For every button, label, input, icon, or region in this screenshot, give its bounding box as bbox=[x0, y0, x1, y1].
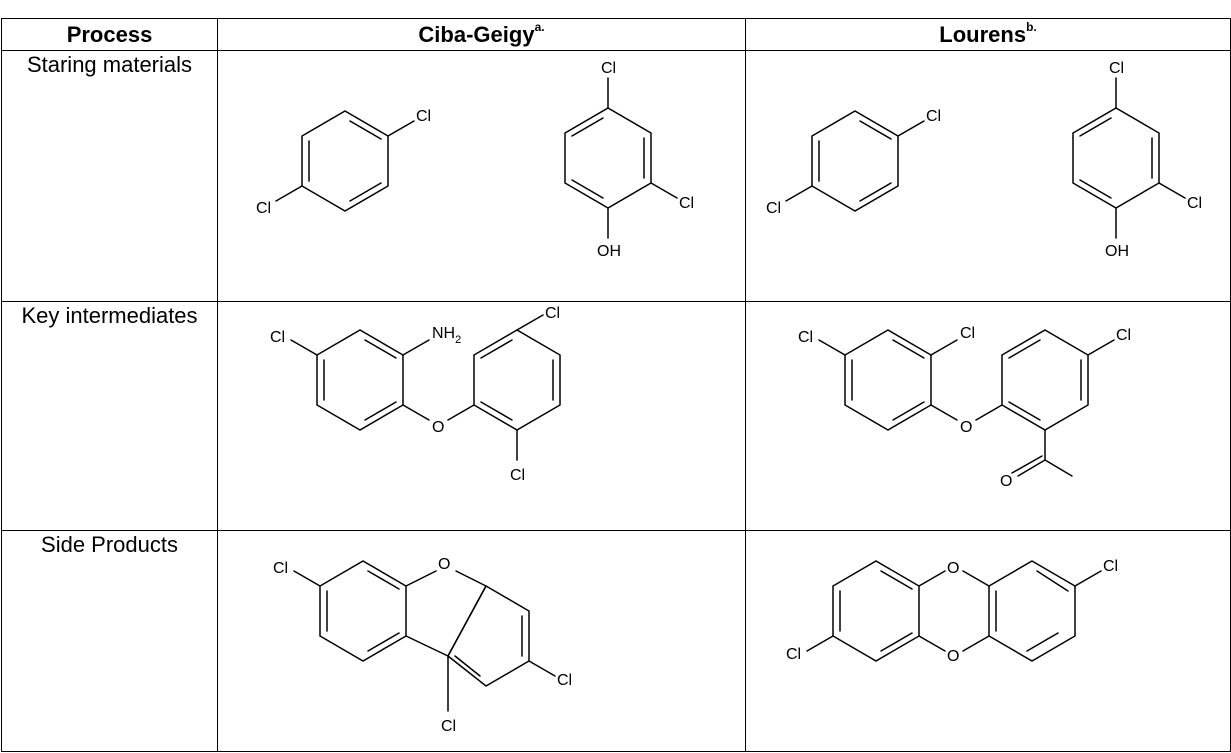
row-key-intermediates: Key intermediates Cl NH2 O bbox=[1, 301, 1231, 531]
header-lourens: Lourensb. bbox=[745, 18, 1231, 51]
atom-label: O bbox=[947, 560, 959, 577]
row-label-key-intermediates: Key intermediates bbox=[1, 301, 218, 531]
structure-dichlorobenzene-and-dichlorophenol: Cl Cl Cl Cl OH bbox=[766, 60, 1202, 260]
atom-label: O bbox=[960, 419, 972, 436]
cell-lourens-side-product: Cl O O Cl bbox=[745, 530, 1231, 752]
row-label-side-products: Side Products bbox=[1, 530, 218, 752]
cell-ciba-starting-materials: Cl Cl Cl Cl OH bbox=[217, 50, 746, 302]
structure-amino-diphenyl-ether: Cl NH2 O Cl Cl bbox=[270, 305, 561, 484]
atom-label: Cl bbox=[557, 672, 572, 689]
atom-label: Cl bbox=[798, 329, 813, 346]
header-process: Process bbox=[1, 18, 218, 51]
atom-label: Cl bbox=[270, 329, 285, 346]
structure-trichlorodibenzofuran: Cl O Cl Cl bbox=[273, 556, 572, 735]
atom-label: Cl bbox=[545, 305, 560, 322]
atom-label: Cl bbox=[510, 467, 525, 484]
atom-label: OH bbox=[1105, 243, 1129, 260]
atom-label: Cl bbox=[273, 560, 288, 577]
footnote-a: a. bbox=[534, 20, 545, 35]
atom-label: O bbox=[438, 556, 450, 573]
atom-label: Cl bbox=[960, 325, 975, 342]
atom-label: NH2 bbox=[432, 325, 461, 346]
atom-label: Cl bbox=[441, 718, 456, 735]
atom-label: O bbox=[1000, 473, 1012, 490]
atom-label: Cl bbox=[786, 646, 801, 663]
atom-label: Cl bbox=[679, 195, 694, 212]
atom-label: Cl bbox=[1187, 195, 1202, 212]
atom-label: OH bbox=[597, 243, 621, 260]
atom-label: Cl bbox=[601, 60, 616, 77]
atom-label: Cl bbox=[1103, 558, 1118, 575]
atom-label: Cl bbox=[1109, 60, 1124, 77]
structure-dichlorodibenzodioxin: Cl O O Cl bbox=[786, 558, 1118, 665]
atom-label: Cl bbox=[1116, 327, 1131, 344]
cell-lourens-starting-materials: Cl Cl Cl Cl OH bbox=[745, 50, 1231, 302]
footnote-b: b. bbox=[1026, 20, 1037, 35]
row-label-starting-materials: Staring materials bbox=[1, 50, 218, 302]
header-ciba-geigy: Ciba-Geigya. bbox=[217, 18, 746, 51]
cell-lourens-key-intermediate: Cl Cl O Cl O bbox=[745, 301, 1231, 531]
atom-label: Cl bbox=[256, 200, 271, 217]
header-row: Process Ciba-Geigya. Lourensb. bbox=[1, 18, 1231, 51]
row-side-products: Side Products Cl O bbox=[1, 530, 1231, 752]
structure-acetyl-diphenyl-ether: Cl Cl O Cl O bbox=[798, 325, 1131, 490]
atom-label: Cl bbox=[416, 108, 431, 125]
cell-ciba-side-product: Cl O Cl Cl bbox=[217, 530, 746, 752]
process-table: Process Ciba-Geigya. Lourensb. Staring m… bbox=[1, 18, 1231, 752]
atom-label: O bbox=[947, 648, 959, 665]
structure-dichlorobenzene-and-dichlorophenol: Cl Cl Cl Cl OH bbox=[256, 60, 694, 260]
atom-label: Cl bbox=[766, 200, 781, 217]
atom-label: Cl bbox=[926, 108, 941, 125]
cell-ciba-key-intermediate: Cl NH2 O Cl Cl bbox=[217, 301, 746, 531]
atom-label: O bbox=[432, 419, 444, 436]
row-starting-materials: Staring materials Cl Cl bbox=[1, 50, 1231, 302]
